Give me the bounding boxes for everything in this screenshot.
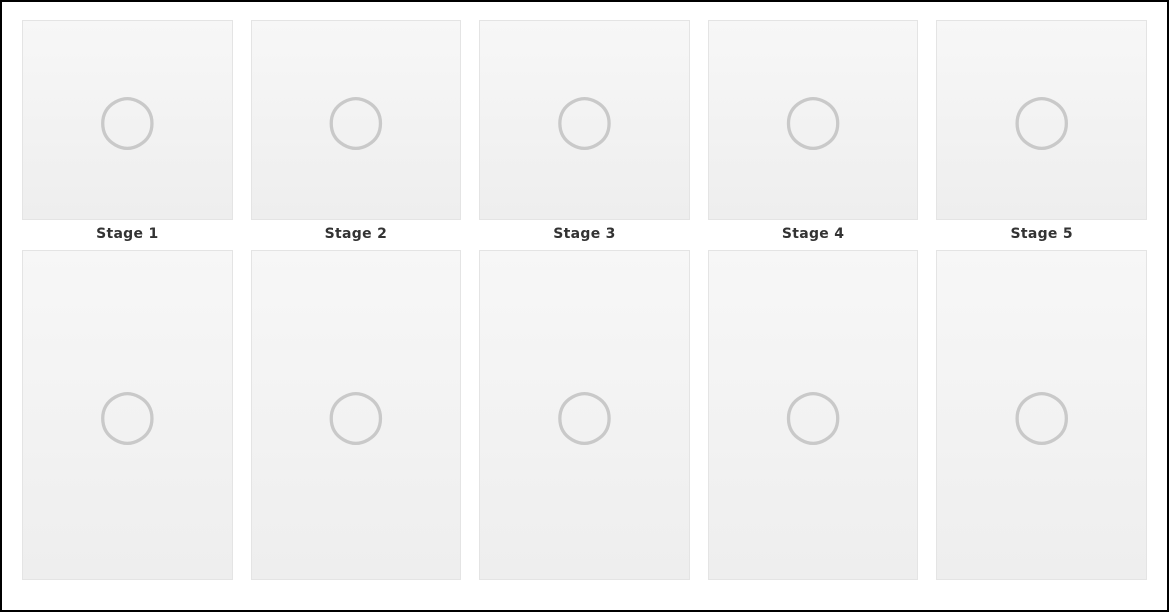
- stage-2: ◯ Stage 2 ◯: [251, 20, 462, 600]
- person-silhouette-icon: ◯: [555, 94, 613, 146]
- profile-view-placeholder: ◯: [708, 20, 919, 220]
- front-view-placeholder: ◯: [708, 250, 919, 580]
- person-silhouette-icon: ◯: [1013, 389, 1071, 441]
- stage-4: ◯ Stage 4 ◯: [708, 20, 919, 600]
- person-silhouette-icon: ◯: [784, 389, 842, 441]
- stage-label: Stage 1: [96, 226, 158, 242]
- stage-grid: ◯ Stage 1 ◯ ◯ Stage 2 ◯ ◯ Stage 3 ◯: [22, 20, 1147, 600]
- person-silhouette-icon: ◯: [98, 389, 156, 441]
- person-silhouette-icon: ◯: [1013, 94, 1071, 146]
- profile-view-placeholder: ◯: [22, 20, 233, 220]
- person-silhouette-icon: ◯: [327, 94, 385, 146]
- front-view-placeholder: ◯: [22, 250, 233, 580]
- stage-3: ◯ Stage 3 ◯: [479, 20, 690, 600]
- stage-label: Stage 3: [553, 226, 615, 242]
- profile-view-placeholder: ◯: [936, 20, 1147, 220]
- stage-5: ◯ Stage 5 ◯: [936, 20, 1147, 600]
- stage-1: ◯ Stage 1 ◯: [22, 20, 233, 600]
- front-view-placeholder: ◯: [479, 250, 690, 580]
- stage-label: Stage 2: [325, 226, 387, 242]
- stage-label: Stage 5: [1010, 226, 1072, 242]
- front-view-placeholder: ◯: [936, 250, 1147, 580]
- person-silhouette-icon: ◯: [98, 94, 156, 146]
- person-silhouette-icon: ◯: [784, 94, 842, 146]
- profile-view-placeholder: ◯: [479, 20, 690, 220]
- person-silhouette-icon: ◯: [327, 389, 385, 441]
- person-silhouette-icon: ◯: [555, 389, 613, 441]
- profile-view-placeholder: ◯: [251, 20, 462, 220]
- stage-label: Stage 4: [782, 226, 844, 242]
- front-view-placeholder: ◯: [251, 250, 462, 580]
